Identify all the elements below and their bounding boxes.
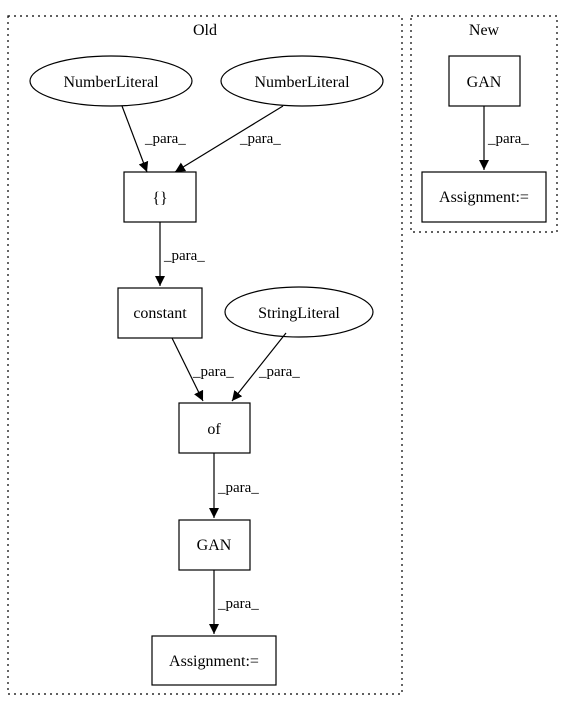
node-label: NumberLiteral: [63, 74, 159, 91]
edge-label: _para_: [487, 131, 529, 147]
edge-label: _para_: [217, 480, 259, 496]
edge-label: _para_: [258, 364, 300, 380]
node-label: Assignment:=: [169, 653, 259, 670]
cluster-new-label: New: [469, 22, 500, 39]
node-label: StringLiteral: [258, 305, 340, 322]
node-label: constant: [133, 305, 187, 322]
node-label: NumberLiteral: [254, 74, 350, 91]
node-label: GAN: [467, 74, 502, 91]
node-braces: {}: [123, 171, 197, 223]
edge-strlit-to-of: _para_: [231, 332, 300, 402]
node-label: GAN: [197, 537, 232, 554]
edge-label: _para_: [217, 596, 259, 612]
node-number-literal-1: NumberLiteral: [29, 55, 193, 107]
node-label: Assignment:=: [439, 189, 529, 206]
edge-label: _para_: [163, 248, 205, 264]
edge-constant-to-of: _para_: [171, 337, 234, 402]
edge-new-gan-to-assignment: _para_: [479, 106, 529, 170]
node-gan-old: GAN: [178, 519, 251, 571]
edge-numlit1-to-braces: _para_: [121, 105, 186, 173]
edge-gan-to-assignment: _para_: [209, 570, 259, 634]
edge-label: _para_: [239, 131, 281, 147]
node-label: of: [207, 421, 221, 438]
node-assignment-new: Assignment:=: [421, 171, 547, 223]
edge-of-to-gan: _para_: [209, 453, 259, 518]
cluster-old: Old: [7, 15, 403, 695]
edge-numlit2-to-braces: _para_: [174, 105, 284, 173]
node-label: {}: [152, 190, 167, 207]
node-string-literal: StringLiteral: [224, 286, 374, 338]
node-gan-new: GAN: [448, 55, 521, 107]
node-assignment-old: Assignment:=: [151, 635, 277, 686]
edge-label: _para_: [144, 131, 186, 147]
cluster-new: New: [410, 15, 558, 233]
node-of: of: [178, 402, 251, 454]
edge-braces-to-constant: _para_: [155, 222, 205, 286]
edge-label: _para_: [192, 364, 234, 380]
node-constant: constant: [117, 287, 203, 339]
node-number-literal-2: NumberLiteral: [220, 55, 384, 107]
cluster-old-label: Old: [193, 22, 217, 39]
